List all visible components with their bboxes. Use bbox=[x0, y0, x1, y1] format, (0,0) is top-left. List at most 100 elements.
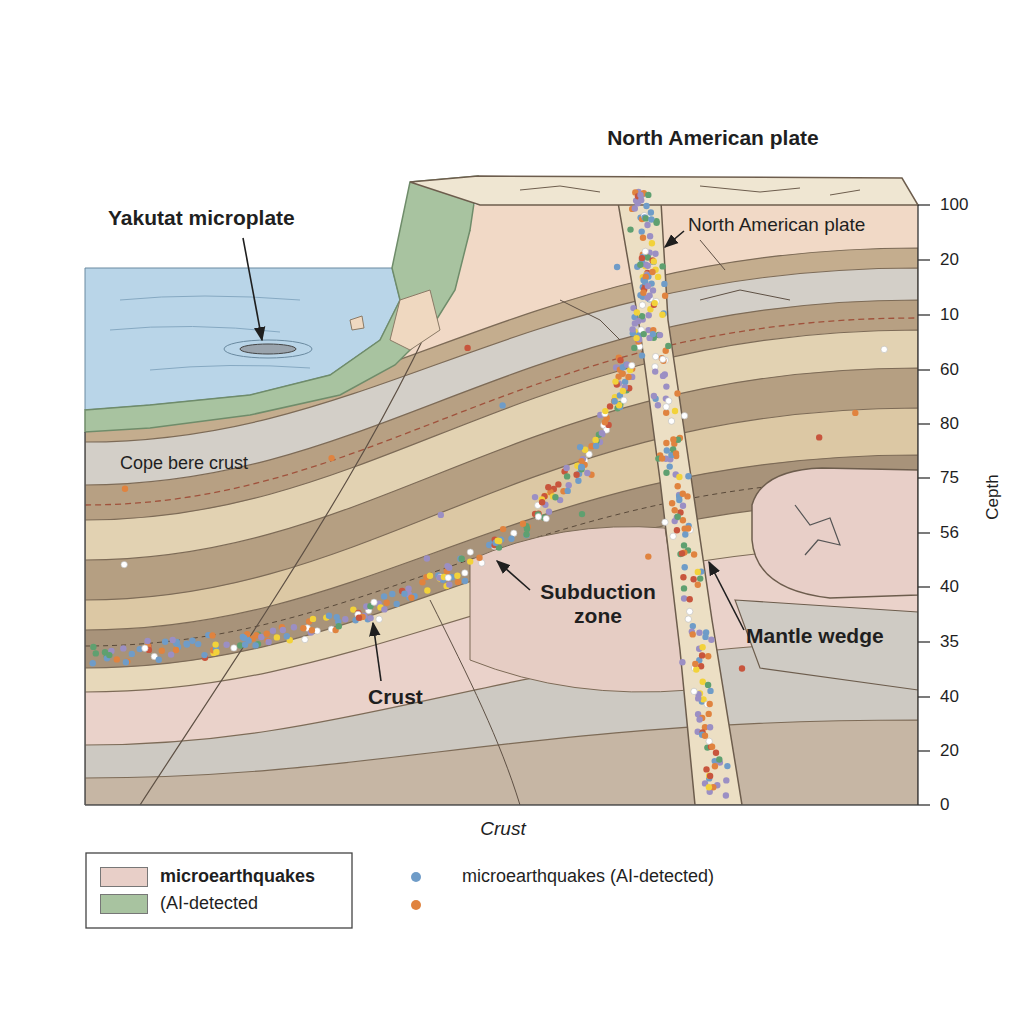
quake-dot bbox=[651, 258, 657, 264]
quake-dot bbox=[90, 660, 96, 666]
quake-dot bbox=[653, 353, 659, 359]
quake-dot bbox=[223, 642, 229, 648]
quake-dot bbox=[673, 450, 679, 456]
quake-dot bbox=[690, 576, 696, 582]
quake-dot bbox=[712, 763, 718, 769]
legend-dot bbox=[411, 872, 421, 882]
quake-dot bbox=[264, 631, 270, 637]
quake-dot bbox=[681, 413, 687, 419]
quake-dot bbox=[685, 473, 691, 479]
quake-dot bbox=[612, 378, 618, 384]
quake-dot bbox=[122, 486, 128, 492]
quake-dot bbox=[265, 639, 271, 645]
quake-dot bbox=[389, 591, 395, 597]
quake-dot bbox=[367, 615, 373, 621]
quake-dot bbox=[394, 601, 400, 607]
quake-dot bbox=[535, 514, 541, 520]
quake-dot bbox=[697, 575, 703, 581]
quake-dot bbox=[643, 215, 649, 221]
quake-dot bbox=[564, 473, 570, 479]
quake-dot bbox=[539, 499, 545, 505]
quake-dot bbox=[496, 538, 502, 544]
legend-swatch bbox=[100, 894, 148, 914]
quake-dot bbox=[639, 255, 645, 261]
quake-dot bbox=[543, 515, 549, 521]
quake-dot bbox=[816, 434, 822, 440]
axis-tick-label: 0 bbox=[940, 795, 949, 815]
quake-dot bbox=[142, 645, 148, 651]
axis-tick-label: 20 bbox=[940, 741, 959, 761]
axis-title: Cepth bbox=[983, 474, 1003, 519]
axis-tick-label: 35 bbox=[940, 632, 959, 652]
quake-dot bbox=[511, 530, 517, 536]
quake-dot bbox=[648, 209, 654, 215]
quake-dot bbox=[707, 724, 713, 730]
quake-dot bbox=[645, 192, 651, 198]
quake-dot bbox=[675, 483, 681, 489]
quake-dot bbox=[631, 345, 637, 351]
quake-dot bbox=[663, 470, 669, 476]
quake-dot bbox=[680, 491, 686, 497]
coastal-cliff bbox=[85, 176, 478, 432]
quake-dot bbox=[617, 357, 623, 363]
quake-dot bbox=[652, 368, 658, 374]
quake-dot bbox=[665, 343, 671, 349]
legend-text: microearthquakes bbox=[160, 866, 315, 887]
quake-dot bbox=[90, 644, 96, 650]
quake-dot bbox=[454, 573, 460, 579]
quake-dot bbox=[707, 701, 713, 707]
quake-dot bbox=[532, 494, 538, 500]
quake-dot bbox=[663, 410, 669, 416]
quake-dot bbox=[446, 581, 452, 587]
quake-dot bbox=[662, 293, 668, 299]
quake-dot bbox=[663, 440, 669, 446]
quake-dot bbox=[486, 542, 492, 548]
quake-dot bbox=[499, 402, 505, 408]
quake-dot bbox=[705, 653, 711, 659]
quake-dot bbox=[121, 561, 127, 567]
quake-dot bbox=[326, 613, 332, 619]
quake-dot bbox=[168, 651, 174, 657]
quake-dot bbox=[156, 657, 162, 663]
quake-dot bbox=[563, 465, 569, 471]
quake-dot bbox=[159, 648, 165, 654]
quake-dot bbox=[508, 536, 514, 542]
quake-dot bbox=[577, 444, 583, 450]
quake-dot bbox=[641, 331, 647, 337]
quake-dot bbox=[681, 542, 687, 548]
quake-dot bbox=[640, 290, 646, 296]
quake-dot bbox=[659, 263, 665, 269]
quake-dot bbox=[342, 616, 348, 622]
quake-dot bbox=[645, 263, 651, 269]
quake-dot bbox=[599, 430, 605, 436]
quake-dot bbox=[252, 642, 258, 648]
quake-dot bbox=[702, 733, 708, 739]
quake-dot bbox=[661, 281, 667, 287]
quake-dot bbox=[699, 644, 705, 650]
quake-dot bbox=[674, 390, 680, 396]
quake-dot bbox=[640, 235, 646, 241]
axis-tick-label: 60 bbox=[940, 360, 959, 380]
plate-label: North American plate bbox=[688, 214, 865, 236]
quake-dot bbox=[310, 616, 316, 622]
quake-dot bbox=[602, 408, 608, 414]
legend-dot bbox=[411, 900, 421, 910]
quake-dot bbox=[635, 318, 641, 324]
quake-dot bbox=[209, 632, 215, 638]
quake-dot bbox=[691, 688, 697, 694]
legend-text: microearthquakes (AI-detected) bbox=[462, 866, 714, 887]
quake-dot bbox=[881, 346, 887, 352]
quake-dot bbox=[670, 533, 676, 539]
quake-dot bbox=[662, 519, 668, 525]
quake-dot bbox=[371, 599, 377, 605]
quake-dot bbox=[645, 283, 651, 289]
quake-dot bbox=[679, 550, 685, 556]
quake-dot bbox=[655, 402, 661, 408]
quake-dot bbox=[696, 630, 702, 636]
layer-label: Crust bbox=[368, 685, 423, 709]
quake-dot bbox=[702, 634, 708, 640]
quake-dot bbox=[682, 564, 688, 570]
quake-dot bbox=[445, 575, 451, 581]
quake-dot bbox=[660, 356, 666, 362]
quake-dot bbox=[666, 398, 672, 404]
